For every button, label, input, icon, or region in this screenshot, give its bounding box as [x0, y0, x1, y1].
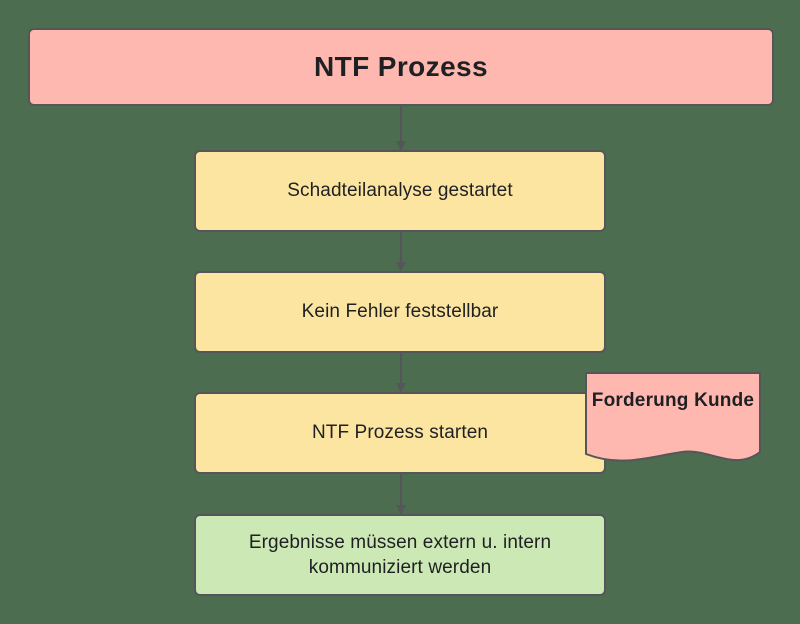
node-ntf-prozess-starten[interactable]: NTF Prozess starten — [194, 392, 606, 474]
document-shape-icon — [585, 372, 761, 462]
node-label-line1: Ergebnisse müssen extern u. intern — [248, 531, 552, 553]
node-label: Schadteilanalyse gestartet — [287, 180, 513, 202]
node-label: Kein Fehler feststellbar — [301, 301, 499, 323]
note-label: Forderung Kunde — [591, 390, 755, 411]
connector-arrow-step2-to-step3 — [394, 353, 408, 394]
connector-arrow-step1-to-step2 — [394, 232, 408, 273]
node-label: NTF Prozess starten — [311, 422, 489, 444]
node-label-line2: kommuniziert werden — [308, 557, 492, 578]
node-label: Ergebnisse müssen extern u. intern kommu… — [220, 530, 580, 580]
node-ergebnisse-kommuniziert[interactable]: Ergebnisse müssen extern u. intern kommu… — [194, 514, 606, 596]
node-ntf-prozess-title[interactable]: NTF Prozess — [28, 28, 774, 106]
node-schadteilanalyse-gestartet[interactable]: Schadteilanalyse gestartet — [194, 150, 606, 232]
note-forderung-kunde[interactable]: Forderung Kunde — [582, 368, 764, 468]
node-label: NTF Prozess — [314, 50, 488, 82]
connector-arrow-step3-to-result — [394, 474, 408, 516]
connector-arrow-title-to-step1 — [394, 106, 408, 152]
node-kein-fehler-feststellbar[interactable]: Kein Fehler feststellbar — [194, 271, 606, 353]
